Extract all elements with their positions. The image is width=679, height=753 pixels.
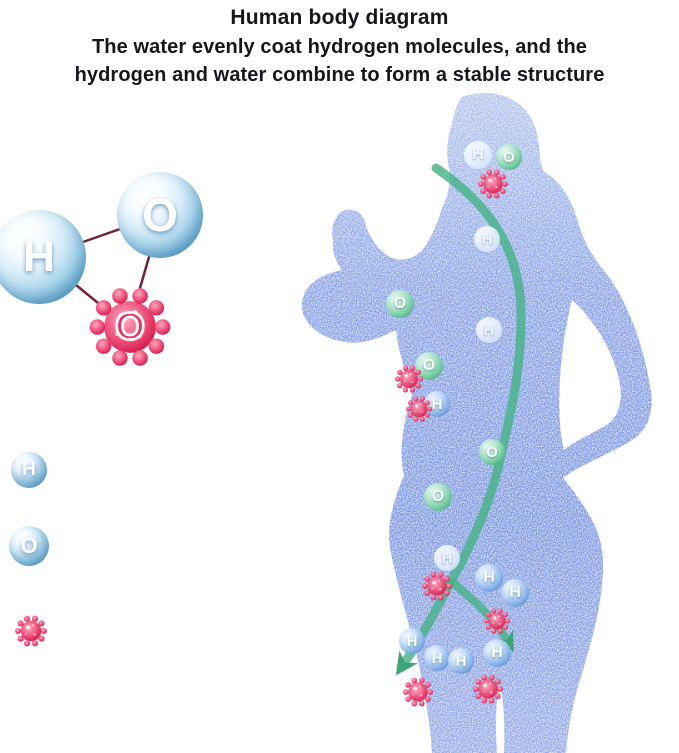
hydrogen-label: H — [23, 232, 55, 281]
human-silhouette — [301, 92, 652, 753]
subtitle-line-1: The water evenly coat hydrogen molecules… — [91, 35, 588, 58]
title-block: Human body diagram The water evenly coat… — [0, 0, 679, 90]
red-oxygen-molecule: O — [87, 284, 173, 370]
legend-red-molecule — [14, 614, 48, 648]
bond-h-o — [81, 227, 122, 244]
bond-o-red — [138, 255, 151, 290]
page-title: Human body diagram — [230, 6, 449, 29]
oxygen-label: O — [142, 189, 178, 241]
bond-h-red — [74, 283, 100, 305]
oxygen-sphere: O — [117, 172, 203, 258]
red-oxygen-label: O — [114, 304, 146, 349]
silhouette-path — [301, 92, 652, 753]
legend-oxygen: O — [9, 526, 49, 566]
legend-hydrogen: H — [11, 452, 47, 488]
hydrogen-sphere: H — [0, 210, 86, 304]
subtitle-line-2: hydrogen and water combine to form a sta… — [74, 64, 605, 87]
molecule-connector-lines — [74, 227, 151, 305]
legend-oxygen-label: O — [20, 533, 38, 558]
legend-hydrogen-label: H — [22, 459, 36, 480]
red-molecule-icon — [15, 615, 47, 647]
